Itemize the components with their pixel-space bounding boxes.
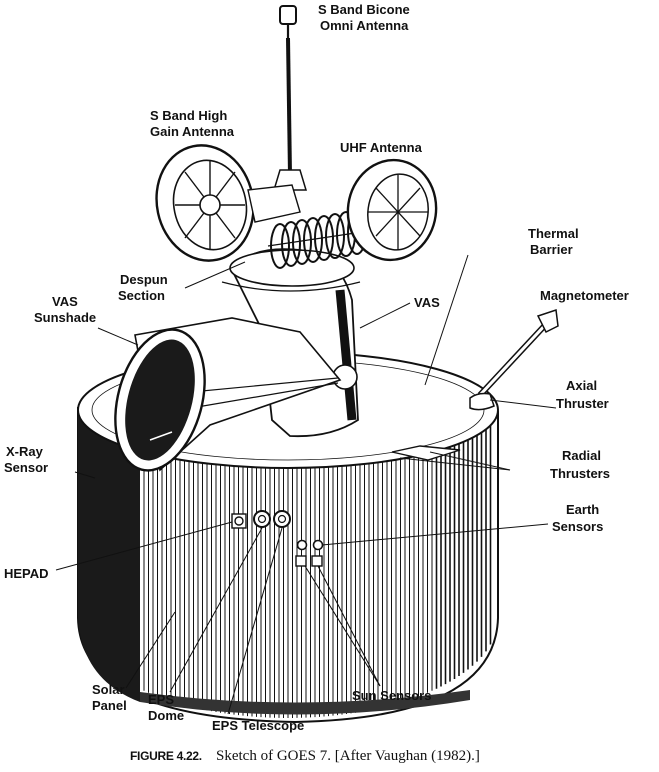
label-uhf-antenna: UHF Antenna	[340, 140, 423, 155]
label-despun-section: Section	[118, 288, 165, 303]
label-earth-sensors: Earth	[566, 502, 599, 517]
labels: S Band Bicone Omni Antenna S Band High G…	[4, 2, 629, 733]
helix-coil	[303, 217, 323, 263]
earth-sensors	[296, 539, 324, 551]
label-s-band-high-gain: S Band High	[150, 108, 227, 123]
label-thermal-barrier: Barrier	[530, 242, 573, 257]
helix-coil	[314, 215, 334, 261]
label-eps-dome: EPS	[148, 692, 174, 707]
label-axial-thruster: Thruster	[556, 396, 609, 411]
uhf-reflector	[346, 158, 438, 262]
label-s-band-bicone: Omni Antenna	[320, 18, 409, 33]
caption-figure-number: FIGURE 4.22.	[130, 749, 202, 763]
label-vas-sunshade: Sunshade	[34, 310, 96, 325]
eps-dome	[253, 510, 271, 528]
label-vas: VAS	[414, 295, 440, 310]
label-despun-section: Despun	[120, 272, 168, 287]
label-eps-dome: Dome	[148, 708, 184, 723]
label-solar-panel: Panel	[92, 698, 127, 713]
label-magnetometer: Magnetometer	[540, 288, 629, 303]
label-hepad: HEPAD	[4, 566, 49, 581]
vas-sunshade	[114, 317, 342, 472]
label-xray-sensor: X-Ray	[6, 444, 44, 459]
eps-telescope	[273, 510, 291, 528]
label-eps-telescope: EPS Telescope	[212, 718, 304, 733]
label-solar-panel: Solar	[92, 682, 125, 697]
label-xray-sensor: Sensor	[4, 460, 48, 475]
label-earth-sensors: Sensors	[552, 519, 603, 534]
figure-caption: FIGURE 4.22. Sketch of GOES 7. [After Va…	[130, 748, 480, 764]
s-band-high-gain-antenna	[155, 144, 301, 262]
solar-panel-stripes	[143, 423, 492, 718]
label-radial-thrusters: Radial	[562, 448, 601, 463]
helix-coil	[325, 213, 345, 259]
label-axial-thruster: Axial	[566, 378, 597, 393]
radial-thrusters	[391, 445, 461, 461]
leader-lines	[55, 254, 557, 715]
caption-text: Sketch of GOES 7. [After Vaughan (1982).…	[216, 748, 480, 764]
label-vas-sunshade: VAS	[52, 294, 78, 309]
label-s-band-bicone: S Band Bicone	[318, 2, 410, 17]
label-radial-thrusters: Thrusters	[550, 466, 610, 481]
sun-sensors	[295, 555, 323, 567]
label-s-band-high-gain: Gain Antenna	[150, 124, 235, 139]
s-band-bicone-omni-antenna	[272, 5, 308, 191]
axial-thruster	[469, 392, 495, 411]
magnetometer	[477, 308, 559, 398]
label-thermal-barrier: Thermal	[528, 226, 579, 241]
hepad-sensor	[231, 513, 247, 529]
label-sun-sensors: Sun Sensors	[352, 688, 431, 703]
